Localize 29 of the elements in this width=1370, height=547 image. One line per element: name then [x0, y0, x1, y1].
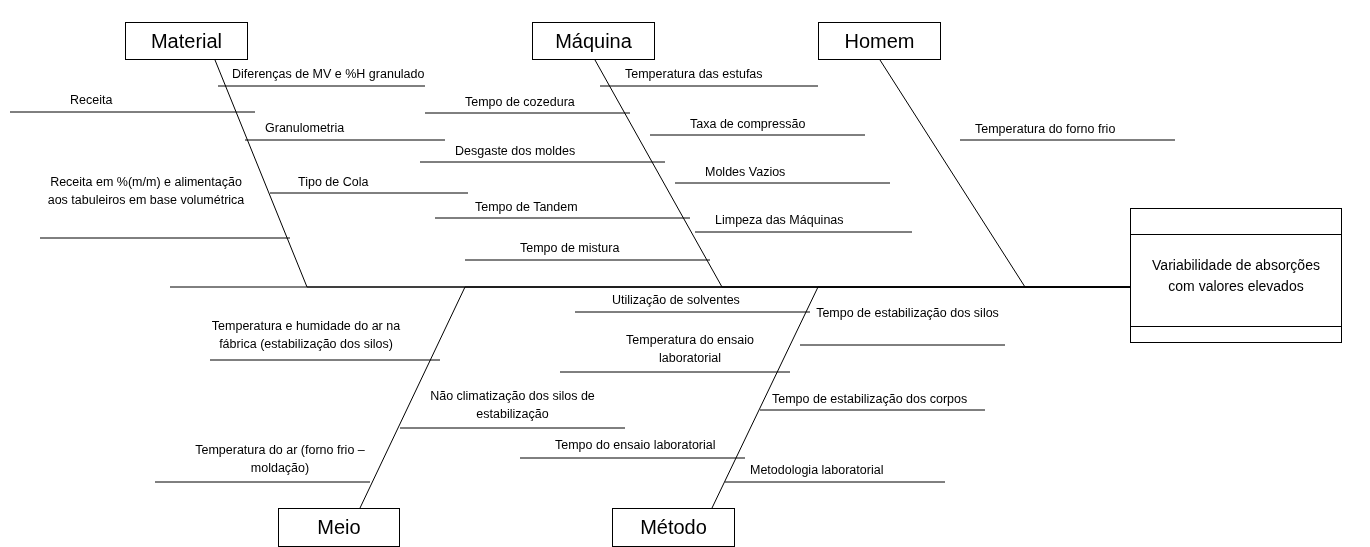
cause-label: Diferenças de MV e %H granulado: [232, 66, 425, 83]
cause-label: Utilização de solventes: [612, 292, 740, 309]
cause-label: Tipo de Cola: [298, 174, 369, 191]
cause-label: Granulometria: [265, 120, 345, 137]
cause-label: Tempo de estabilização dos corpos: [772, 391, 968, 408]
cause-label: Taxa de compressão: [690, 116, 806, 133]
cause-label: Moldes Vazios: [705, 164, 786, 181]
category-box: Método: [612, 508, 735, 547]
cause-label: Receita em %(m/m) e alimentação aos tabuleiros em base volumétrica: [46, 174, 246, 209]
cause-label: Tempo de estabilização dos silos: [815, 305, 1000, 322]
cause-label: Temperatura e humidade do ar na fábrica (estabilização dos silos): [210, 318, 402, 353]
cause-label: Tempo de cozedura: [465, 94, 575, 111]
effect-box: Variabilidade de absorções com valores elevados: [1130, 208, 1342, 343]
cause-label: Tempo de Tandem: [475, 199, 578, 216]
cause-label: Temperatura do ar (forno frio – moldação): [195, 442, 365, 477]
cause-label: Limpeza das Máquinas: [715, 212, 844, 229]
cause-label: Metodologia laboratorial: [750, 462, 884, 479]
cause-label: Tempo do ensaio laboratorial: [555, 437, 716, 454]
cause-label: Temperatura do forno frio: [975, 121, 1116, 138]
cause-label: Não climatização dos silos de estabilização: [429, 388, 596, 423]
cause-label: Desgaste dos moldes: [455, 143, 576, 160]
cause-label: Temperatura do ensaio laboratorial: [625, 332, 755, 367]
cause-label: Receita: [70, 92, 113, 109]
category-box: Homem: [818, 22, 941, 60]
cause-label: Tempo de mistura: [520, 240, 620, 257]
category-box: Máquina: [532, 22, 655, 60]
category-box: Material: [125, 22, 248, 60]
category-box: Meio: [278, 508, 400, 547]
cause-label: Temperatura das estufas: [625, 66, 763, 83]
